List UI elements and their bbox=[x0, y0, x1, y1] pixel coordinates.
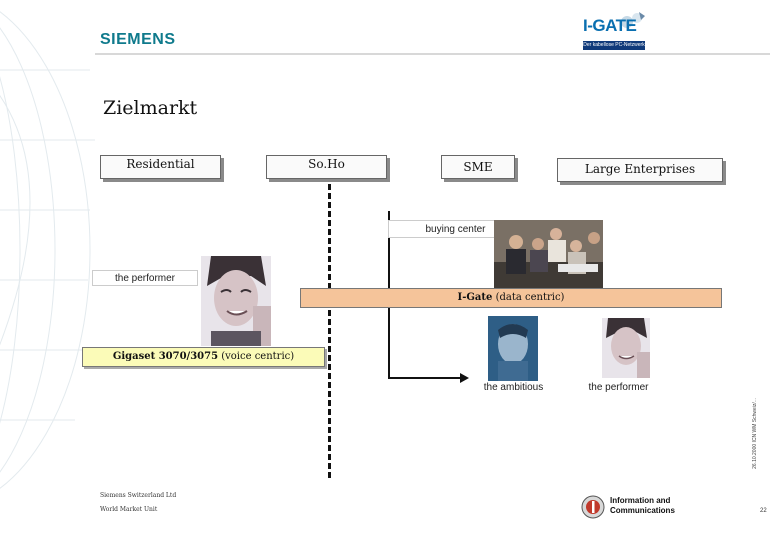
segment-soho: So.Ho bbox=[266, 155, 387, 179]
igate-bar: I-Gate (data centric) bbox=[300, 288, 722, 308]
igate-bar-desc: (data centric) bbox=[495, 292, 565, 303]
gigaset-bar-name: Gigaset 3070/3075 bbox=[112, 351, 219, 362]
slide-title: Zielmarkt bbox=[103, 97, 198, 119]
label-performer-right: the performer bbox=[588, 382, 649, 393]
label-performer-left: the performer bbox=[92, 270, 198, 286]
label-ambitious: the ambitious bbox=[483, 382, 544, 393]
ic-logo: Information and Communications bbox=[581, 494, 691, 520]
segment-residential: Residential bbox=[100, 155, 221, 179]
ic-circle-icon bbox=[581, 495, 605, 519]
arrow-head-icon bbox=[460, 373, 469, 383]
ambitious-portrait bbox=[488, 316, 538, 381]
igate-logo: I-GATE Der kabellose PC-Netzwerk bbox=[583, 10, 649, 52]
igate-logo-tagline: Der kabellose PC-Netzwerk bbox=[583, 41, 645, 50]
siemens-logo: SIEMENS bbox=[100, 31, 176, 48]
footer-company: Siemens Switzerland Ltd bbox=[100, 492, 177, 499]
igate-bar-name: I-Gate bbox=[457, 292, 493, 303]
gigaset-bar-desc: (voice centric) bbox=[221, 351, 295, 362]
igate-logo-word: I-GATE bbox=[583, 16, 637, 35]
satellite-icon bbox=[621, 12, 645, 28]
footer-unit: World Market Unit bbox=[100, 506, 158, 513]
performer-portrait-left bbox=[201, 256, 271, 346]
ic-logo-line1: Information and bbox=[610, 496, 671, 505]
side-footnote: 26.10.2000 ICN WM Schweiz/... bbox=[752, 398, 758, 469]
ic-logo-line2: Communications bbox=[610, 506, 675, 515]
segment-large-enterprises: Large Enterprises bbox=[557, 158, 723, 182]
segment-divider-line bbox=[328, 184, 331, 478]
header-divider bbox=[95, 53, 770, 55]
meeting-photo bbox=[494, 220, 603, 290]
segment-sme: SME bbox=[441, 155, 515, 179]
gigaset-bar: Gigaset 3070/3075 (voice centric) bbox=[82, 347, 325, 367]
page-number: 22 bbox=[760, 508, 767, 514]
performer-portrait-right bbox=[602, 318, 650, 378]
arrow-shaft-horizontal bbox=[388, 377, 462, 379]
